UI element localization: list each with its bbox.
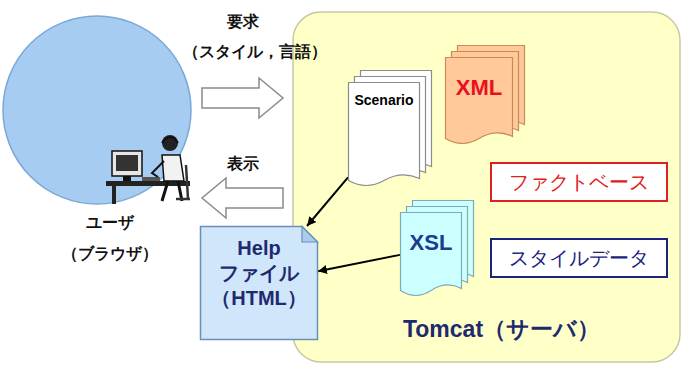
node-text: Scenario <box>348 92 420 108</box>
node-text: スタイルデータ <box>509 245 649 272</box>
text-holder: スタイルデータ <box>492 240 666 276</box>
shape-outline <box>348 70 432 185</box>
node-text: XML <box>445 75 513 101</box>
user-circle-shape <box>3 16 191 204</box>
file-fold <box>302 227 318 243</box>
shape-outline <box>2 15 192 205</box>
flow-arrow <box>318 255 400 271</box>
text-holder: ファクトベース <box>492 164 666 200</box>
person-body <box>162 155 184 181</box>
server-region: Scenario XML ファクトベース XSL スタイルデータ Tomcat（サーバ） <box>293 12 680 362</box>
fact-base-box: ファクトベース <box>490 162 668 202</box>
chair <box>176 165 190 199</box>
text-holder: Help ファイル （HTML） <box>204 236 314 311</box>
text-holder: Tomcat（サーバ） <box>323 314 680 345</box>
document-page <box>349 83 420 186</box>
node-text: Help ファイル （HTML） <box>204 236 314 311</box>
node-text: ユーザ <box>30 213 190 234</box>
monitor-screen <box>116 155 138 171</box>
text-holder: ユーザ （ブラウザ） <box>30 213 190 275</box>
monitor <box>112 151 142 176</box>
flow-arrow <box>307 177 348 226</box>
style-data-box: スタイルデータ <box>490 238 668 278</box>
file-page <box>201 227 318 340</box>
document-page <box>446 58 513 144</box>
help-file: Help ファイル （HTML） <box>200 226 318 340</box>
xml-document: XML <box>445 45 525 143</box>
monitor-stand <box>123 176 131 181</box>
headset <box>162 137 178 143</box>
edge-label: 要求 <box>227 12 259 33</box>
computer-user-illustration <box>106 135 190 204</box>
node-text: XSL <box>400 230 462 256</box>
person-head <box>162 135 178 151</box>
person-arm <box>152 161 164 177</box>
text-holder: XML <box>445 75 513 101</box>
server-region-shape <box>293 12 680 362</box>
node-text: ファクトベース <box>509 169 649 196</box>
node-text: （ブラウザ） <box>30 244 190 265</box>
block-arrow <box>202 178 283 218</box>
desk-leg <box>112 186 116 204</box>
edge-label: 表示 <box>227 154 259 175</box>
block-arrow <box>202 78 283 118</box>
text-holder: Scenario <box>348 92 420 108</box>
xsl-document: XSL <box>400 200 474 295</box>
request-detail-label: （スタイル，言語） <box>150 42 360 63</box>
node-text: Tomcat（サーバ） <box>323 314 680 345</box>
document-page <box>401 213 462 296</box>
text-holder: XSL <box>400 230 462 256</box>
user-circle: ユーザ（ブラウザ） <box>2 15 192 205</box>
scenario-document: Scenario <box>348 70 432 185</box>
